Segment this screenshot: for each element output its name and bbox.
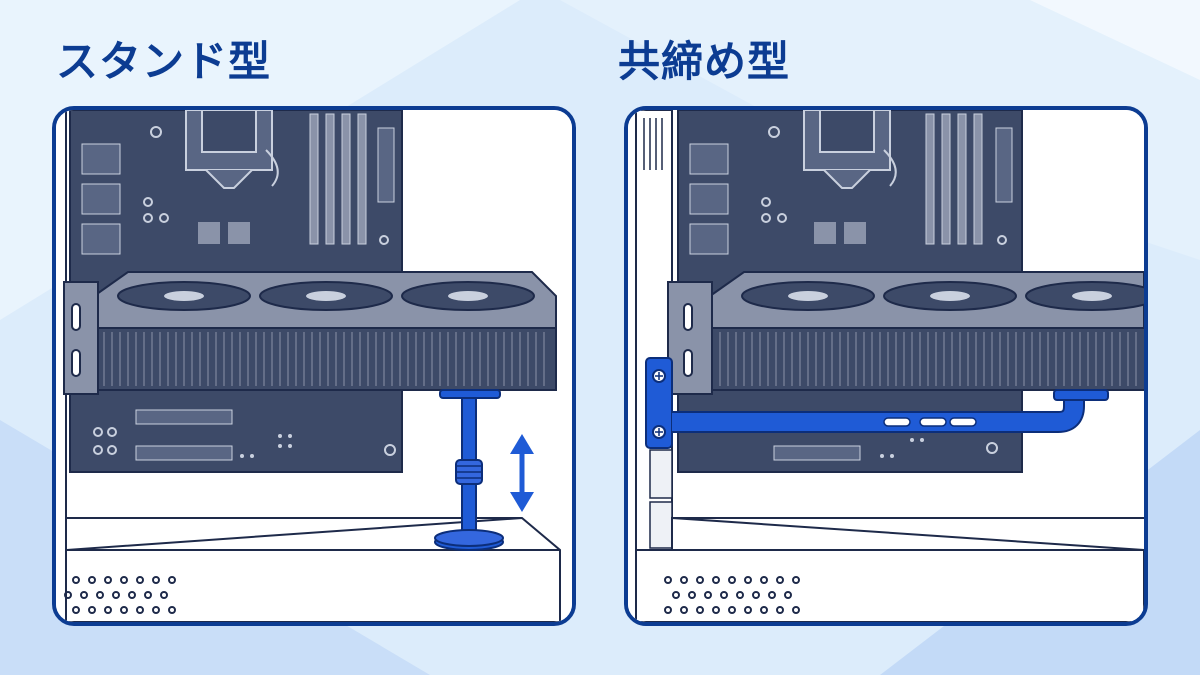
- vertical-double-arrow-icon: [510, 434, 534, 512]
- clamp-type-title: 共締め型: [618, 37, 791, 86]
- clamp-type-panel: [624, 106, 1148, 626]
- support-bracket: [645, 357, 1109, 449]
- gpu-support-stand-illustration: [56, 110, 572, 622]
- support-stand: [434, 389, 504, 551]
- gpu-support-bracket-illustration: [628, 110, 1144, 622]
- stand-type-title: スタンド型: [56, 37, 272, 86]
- stand-type-panel: [52, 106, 576, 626]
